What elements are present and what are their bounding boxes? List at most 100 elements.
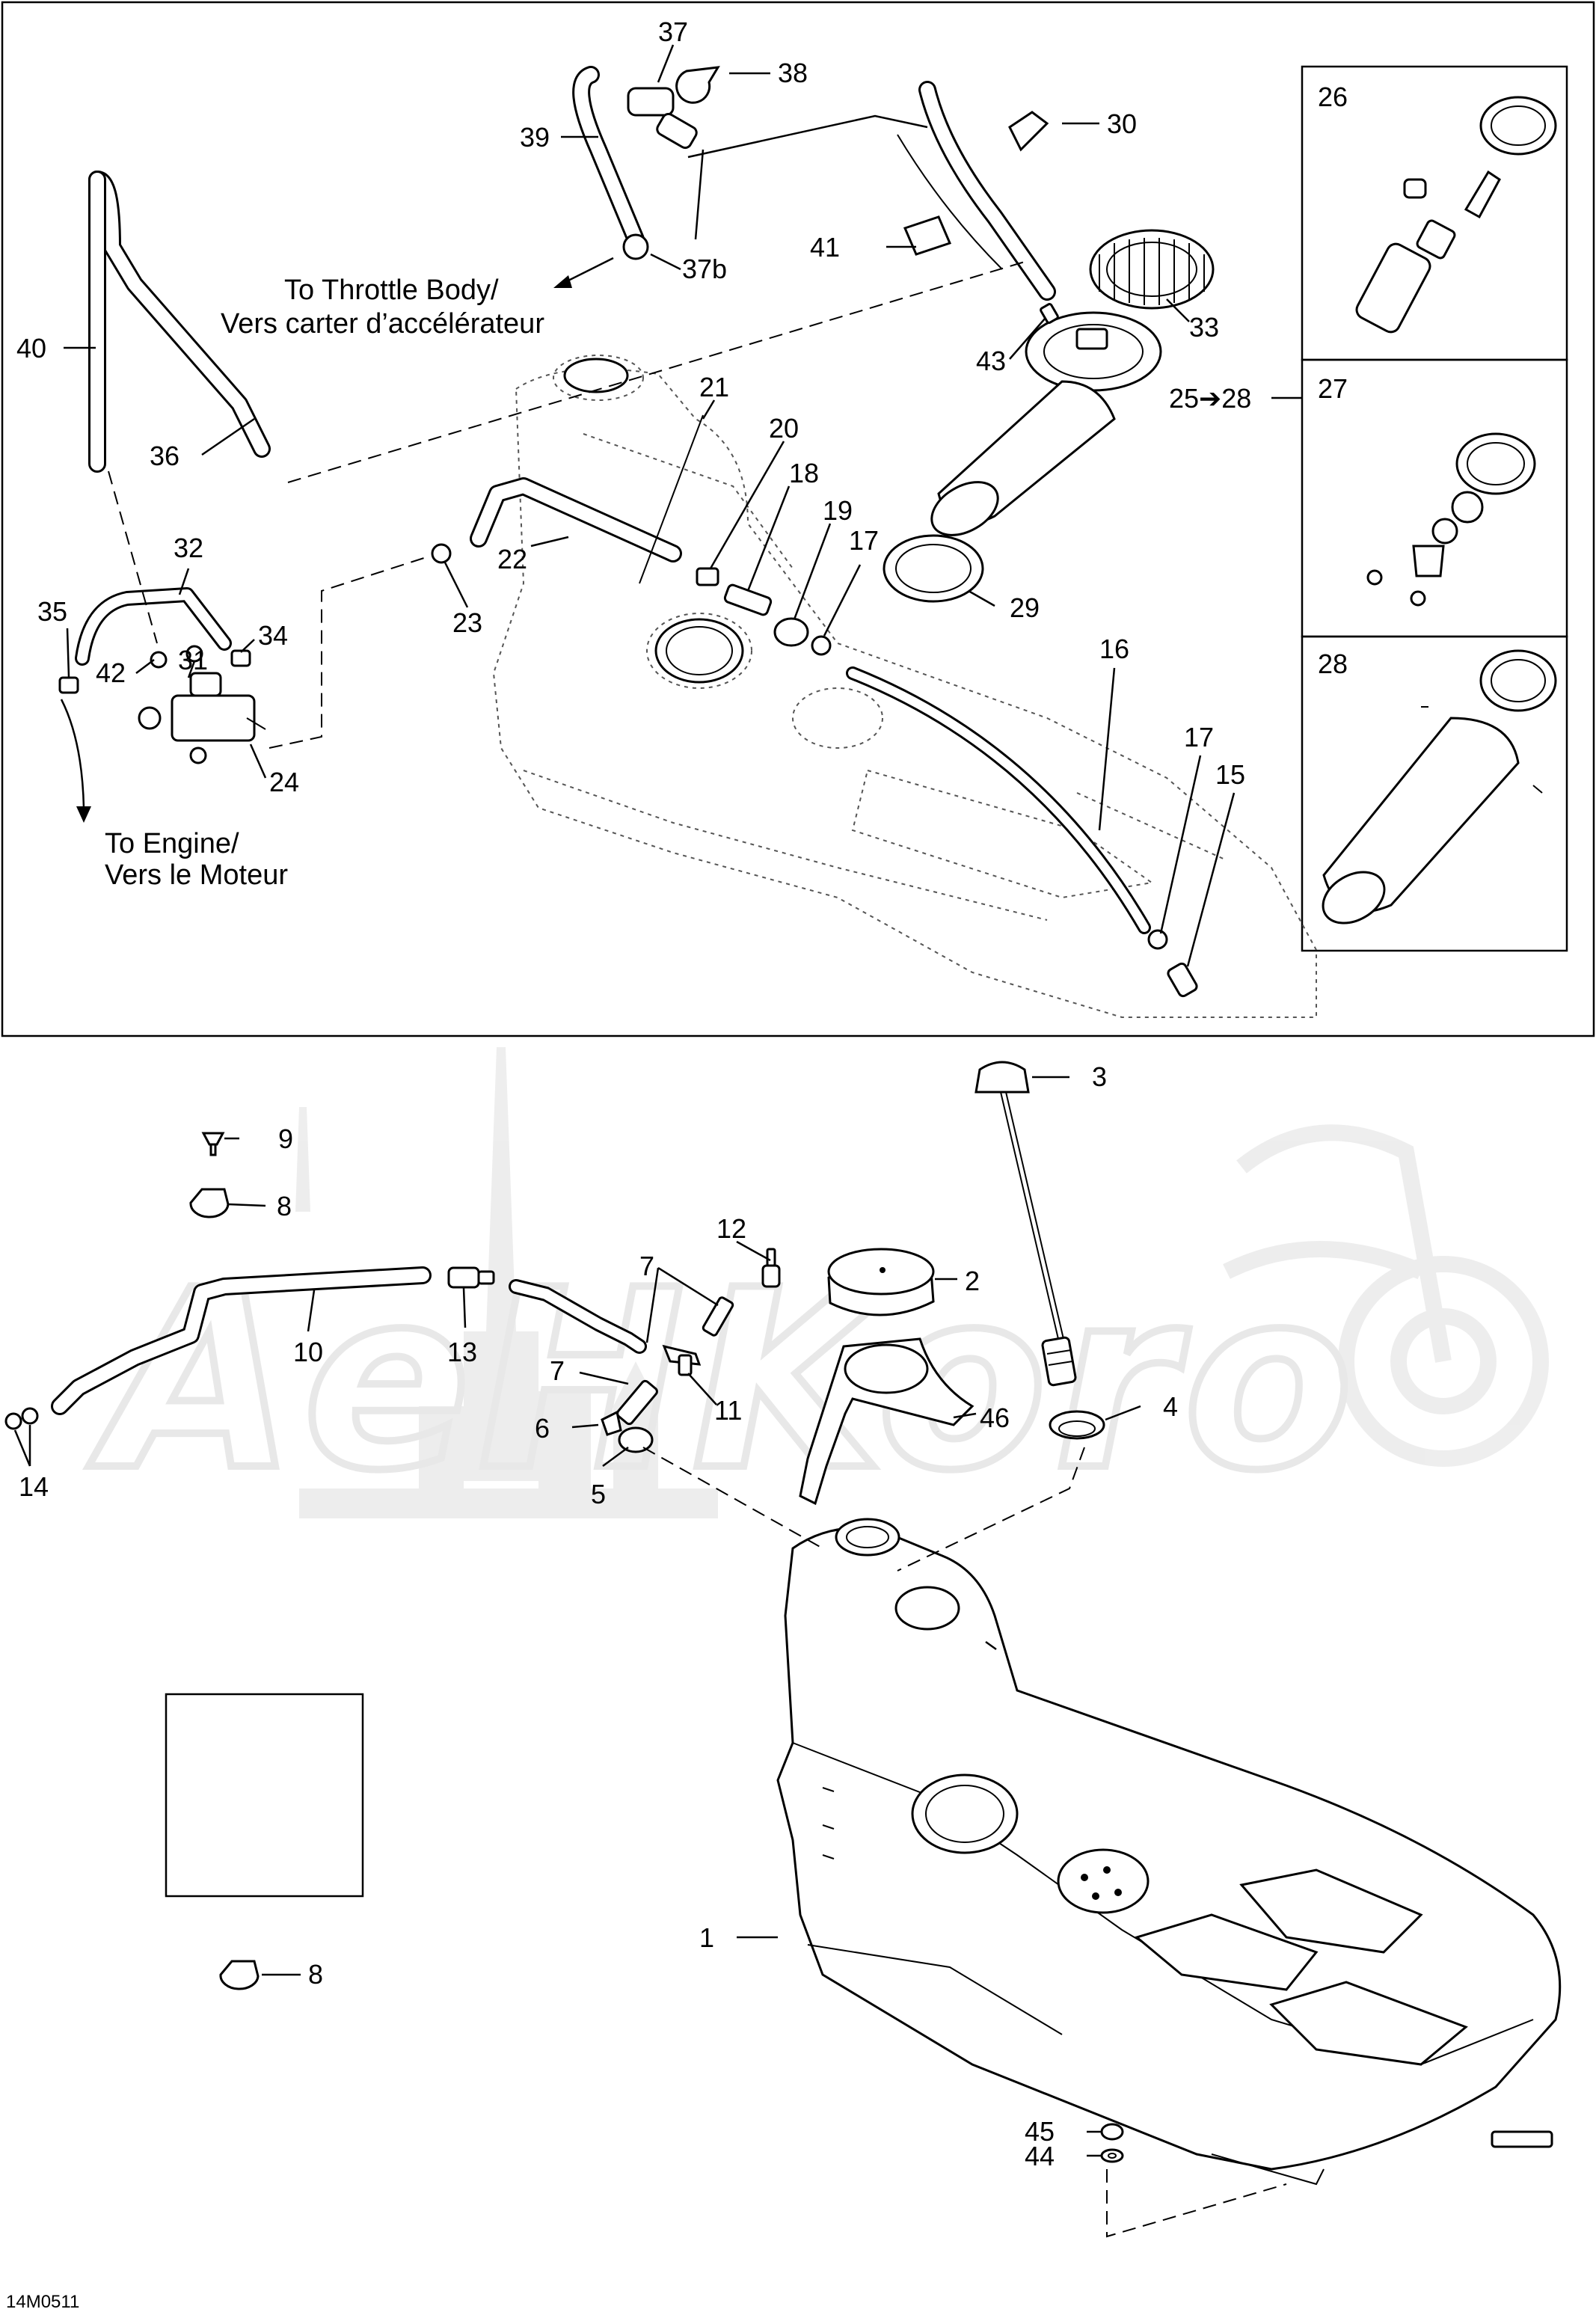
inset-label-28: 28: [1318, 649, 1348, 679]
top-connection-lines: [108, 114, 1025, 749]
note-to-throttle-line2: Vers carter d’accélérateur: [221, 308, 544, 340]
gauge-3: [975, 1061, 1077, 1387]
washer-44: [1100, 2148, 1124, 2163]
callout-29: 29: [1010, 592, 1040, 623]
ghost-tank-filler-ring: [654, 618, 744, 684]
clip-41: [903, 215, 952, 256]
clamp-8: [189, 1188, 230, 1218]
fitting-20: [696, 567, 719, 586]
callout-15: 15: [1215, 759, 1245, 790]
inset-frame-8: [165, 1693, 364, 1898]
callout-18: 18: [789, 458, 819, 488]
hose-37-39-assembly: [572, 66, 705, 260]
callout-10: 10: [293, 1337, 323, 1367]
callout-2: 2: [965, 1266, 980, 1296]
callout-33: 33: [1189, 312, 1219, 343]
callout-4: 4: [1163, 1391, 1178, 1422]
callout-16: 16: [1099, 634, 1129, 664]
filler-hose-22: [470, 477, 682, 562]
fuel-tank-1: [776, 1518, 1562, 2186]
bottom-callout-leaders: [13, 1076, 1141, 2157]
callout-9: 9: [278, 1123, 293, 1154]
callout-25: 25➔28: [1169, 383, 1251, 414]
callout-42: 42: [96, 657, 126, 688]
elbow-6: [601, 1410, 622, 1436]
callout-41: 41: [810, 232, 840, 263]
inset-clamp-8: [219, 1960, 260, 1990]
callout-24: 24: [269, 767, 299, 797]
vent-hose-40-36: [88, 171, 271, 473]
arrow-to-throttle: [553, 257, 614, 288]
arrow-to-engine: [60, 699, 91, 823]
locking-ring-33: [1089, 229, 1215, 310]
callout-7a: 7: [639, 1251, 654, 1281]
cap-2: [827, 1248, 935, 1316]
ghost-fuel-tank: [492, 355, 1317, 1018]
grommet-4: [1049, 1410, 1105, 1440]
fuel-line-30: [918, 81, 1056, 301]
clamp-38: [675, 66, 720, 104]
inset-label-27: 27: [1318, 373, 1348, 404]
inset-27-regulator: [1366, 432, 1536, 607]
inset-frame-28: [1301, 635, 1568, 952]
grommet-5: [618, 1426, 654, 1453]
hose-16: [846, 666, 1151, 934]
fittings-14: [4, 1407, 39, 1430]
valve-13: [447, 1266, 495, 1289]
grommet-19: [773, 617, 809, 647]
callout-38: 38: [778, 58, 808, 88]
inset-26-fuel-pump: [1355, 96, 1557, 334]
callout-43: 43: [976, 346, 1006, 376]
tee-fitting-11: [662, 1344, 702, 1376]
callout-21: 21: [699, 372, 729, 402]
callout-8: 8: [277, 1191, 292, 1221]
pressure-regulator-24: [138, 672, 266, 764]
top-callout-leaders: [64, 44, 1303, 967]
callout-8-inset: 8: [308, 1959, 323, 1990]
fuel-pump-module-25: [930, 311, 1162, 536]
hose-32: [75, 587, 232, 666]
gasket-29: [883, 534, 984, 603]
hose-21: [639, 414, 704, 584]
callout-37: 37: [658, 16, 688, 47]
clamp-42: [150, 651, 168, 669]
clamp-23: [431, 543, 452, 564]
callout-46: 46: [980, 1402, 1010, 1433]
note-to-engine-line2: Vers le Moteur: [105, 859, 288, 891]
callout-17b: 17: [1184, 722, 1214, 752]
callout-11: 11: [714, 1395, 742, 1426]
callout-23: 23: [452, 607, 482, 638]
note-to-engine-line1: To Engine/: [105, 828, 239, 859]
callout-40: 40: [16, 333, 46, 364]
note-to-throttle-line1: To Throttle Body/: [284, 275, 499, 306]
ghost-tank-neck: [563, 358, 629, 393]
callout-45: 45: [1025, 2116, 1055, 2147]
bottom-connection-lines: [642, 1447, 1287, 2238]
inset-28-pump-sleeve: [1322, 649, 1557, 925]
inset-label-26: 26: [1318, 82, 1348, 112]
hose-7-lower: [616, 1379, 658, 1426]
watermark-motorbike: [1223, 1124, 1549, 1467]
callout-20: 20: [769, 413, 799, 444]
callout-17a: 17: [849, 525, 879, 556]
clamp-17a: [811, 635, 832, 656]
wire-30: [897, 134, 1003, 270]
vent-hose-10: [51, 1266, 647, 1415]
valve-12: [761, 1248, 781, 1288]
callout-1: 1: [699, 1922, 714, 1953]
diagram-code: 14M0511: [6, 2292, 79, 2312]
screw-9: [201, 1132, 225, 1156]
callout-12: 12: [716, 1213, 746, 1244]
callout-3: 3: [1092, 1061, 1107, 1092]
callout-34: 34: [258, 620, 288, 651]
callout-37b: 37b: [682, 254, 727, 284]
callout-30: 30: [1107, 108, 1137, 139]
callout-19: 19: [823, 495, 853, 526]
callout-31: 31: [178, 645, 208, 675]
screw-43: [1040, 303, 1059, 324]
hose-7-upper: [702, 1296, 734, 1337]
bracket-46: [799, 1337, 975, 1506]
callout-13: 13: [447, 1337, 477, 1367]
callout-39: 39: [520, 122, 550, 153]
